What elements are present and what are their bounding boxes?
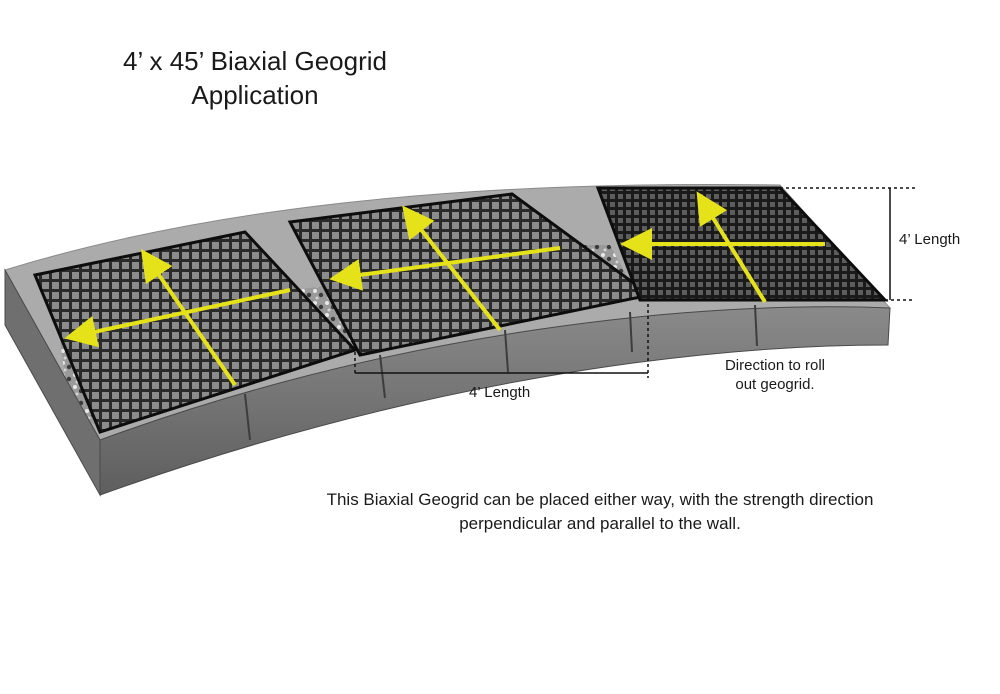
caption-line-1: This Biaxial Geogrid can be placed eithe…: [326, 490, 874, 509]
arrow-right-vertical: [696, 191, 767, 304]
title-line-1: 4’ x 45’ Biaxial Geogrid: [123, 46, 387, 76]
wall-left-end-face: [4, 268, 101, 497]
diagram-caption: This Biaxial Geogrid can be placed eithe…: [250, 488, 950, 536]
roll-direction-line-2: out geogrid.: [735, 376, 815, 393]
diagram-title: 4’ x 45’ Biaxial Geogrid Application: [60, 44, 450, 112]
arrow-middle-vertical: [402, 205, 502, 332]
dimension-bottom: [354, 298, 649, 378]
arrow-left-vertical: [140, 248, 237, 387]
roll-direction-note: Direction to roll out geogrid.: [700, 356, 850, 394]
arrow-middle-horizontal: [329, 246, 561, 291]
dimension-side: [780, 187, 915, 301]
block-joints: [244, 304, 758, 441]
side-length-label: 4’ Length: [899, 231, 961, 248]
strength-arrows: [64, 191, 825, 387]
caption-line-2: perpendicular and parallel to the wall.: [459, 514, 741, 533]
wall-front-face: [99, 306, 891, 496]
roll-direction-line-1: Direction to roll: [724, 357, 826, 374]
geogrid-panel-left: [32, 230, 358, 434]
bottom-length-label: 4’ Length: [469, 384, 531, 401]
title-line-2: Application: [191, 80, 319, 110]
arrow-left-horizontal: [64, 288, 291, 348]
